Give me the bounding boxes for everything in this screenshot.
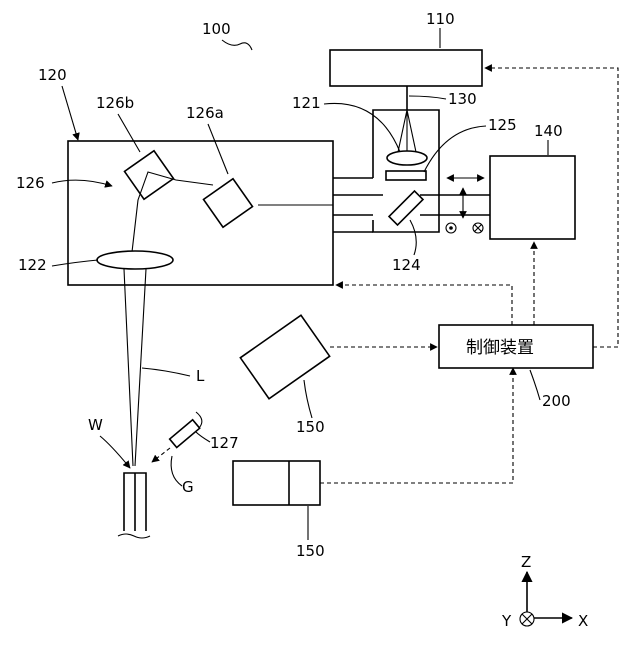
label-camera-upper: 150 [296, 418, 325, 436]
leader-gas-nozzle [196, 432, 210, 442]
imaging-unit-box [490, 156, 575, 239]
laser-beam [124, 269, 146, 466]
label-head-unit: 120 [38, 66, 67, 84]
label-controller-ref: 200 [542, 392, 571, 410]
leader-optic-element [424, 126, 486, 172]
housing-connection [333, 178, 383, 232]
label-galvo-a: 126a [186, 104, 224, 122]
label-optic-element: 125 [488, 116, 517, 134]
label-beam-splitter: 124 [392, 256, 421, 274]
axis-in-cross [475, 225, 482, 232]
galvo-mirror-a [204, 179, 253, 227]
leader-galvo-a [208, 124, 228, 174]
controller-label: 制御装置 [466, 338, 534, 358]
optic-element-125 [386, 171, 426, 180]
workpiece [124, 473, 146, 531]
label-system: 100 [202, 20, 231, 38]
focus-lens [97, 251, 173, 269]
label-camera-lower: 150 [296, 542, 325, 560]
leader-camera-upper [304, 380, 312, 418]
label-galvo-b: 126b [96, 94, 134, 112]
leader-workpiece [100, 436, 130, 468]
leader-focus-lens [52, 260, 98, 266]
laser-source-box [330, 50, 482, 86]
label-workpiece: W [88, 416, 103, 434]
signal-camera-lower [320, 368, 513, 483]
galvo-mirror-b [125, 151, 174, 199]
leader-controller [530, 370, 540, 400]
leader-beam-splitter [410, 220, 416, 255]
leader-galvo-assembly [52, 180, 112, 186]
axis-x-label: X [578, 612, 588, 630]
leader-laser-beam [142, 368, 190, 376]
label-gas: G [182, 478, 194, 496]
label-galvo-assembly: 126 [16, 174, 45, 192]
axis-y-label: Y [501, 612, 512, 630]
label-collimator: 121 [292, 94, 321, 112]
leader-gas [171, 456, 182, 486]
axis-out-dot [449, 226, 453, 230]
leader-galvo-b [118, 114, 140, 152]
camera-lower [233, 461, 320, 505]
gas-nozzle [170, 420, 200, 448]
leader-system [222, 40, 252, 50]
control-line-to-head [336, 285, 512, 325]
collimator-lens [387, 151, 427, 165]
label-laser-source: 110 [426, 10, 455, 28]
label-imaging-unit: 140 [534, 122, 563, 140]
label-gas-nozzle: 127 [210, 434, 239, 452]
gas-flow [152, 448, 170, 462]
splitter-to-imaging [420, 195, 490, 215]
camera-upper [240, 315, 329, 398]
workpiece-break [118, 534, 150, 538]
leader-fiber [409, 96, 446, 99]
leader-head-unit [62, 86, 78, 140]
axis-y-cross [522, 614, 532, 624]
label-laser-beam: L [196, 367, 205, 385]
beam-converging [398, 110, 416, 152]
label-focus-lens: 122 [18, 256, 47, 274]
beam-splitter [389, 191, 423, 225]
label-fiber: 130 [448, 90, 477, 108]
axis-z-label: Z [521, 553, 531, 571]
